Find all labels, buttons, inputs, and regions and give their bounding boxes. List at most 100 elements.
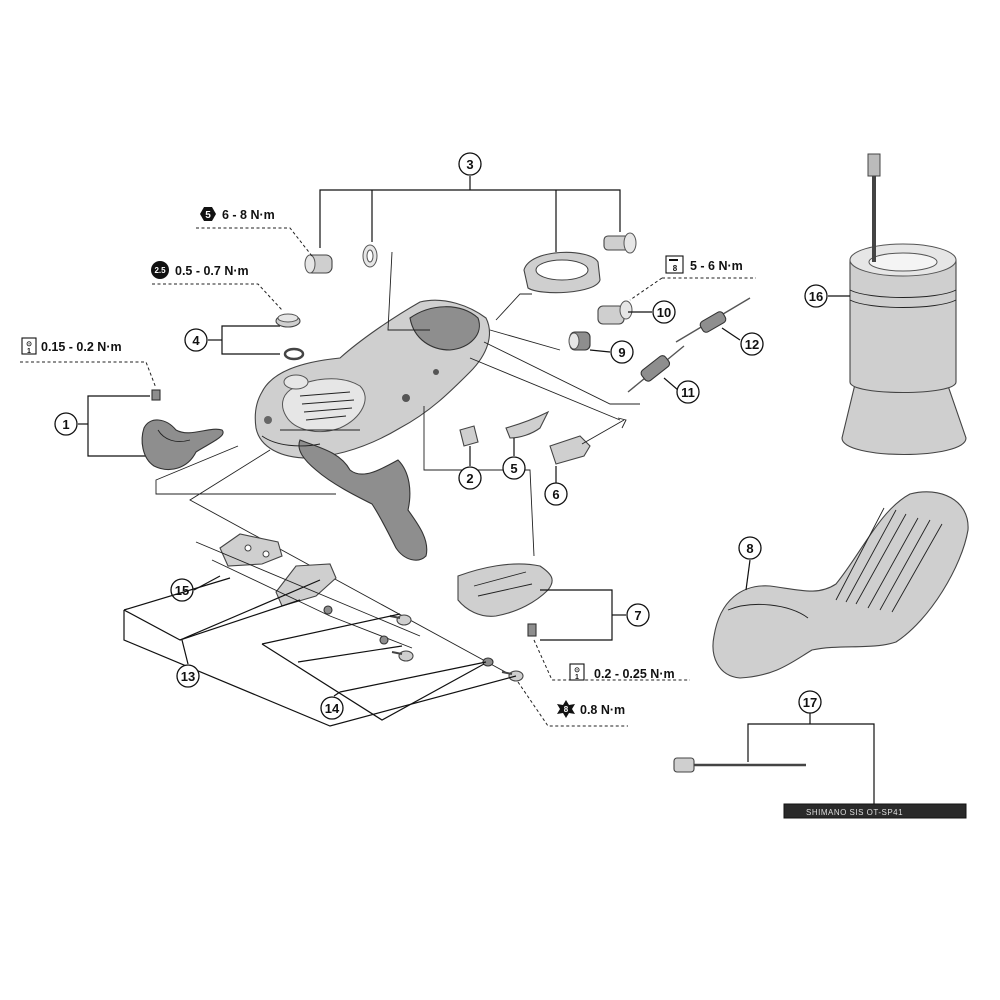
callout-8-label: 8 <box>746 541 753 556</box>
torque-spec-torx1-top: ⊙ 1 0.15 - 0.2 N·m <box>20 337 157 389</box>
small-block-part <box>459 425 479 447</box>
part-group-2 <box>459 425 479 466</box>
torque-value-torx1-top: 0.15 - 0.2 N·m <box>41 340 122 354</box>
part-group-16 <box>828 153 967 455</box>
torque-value-hex5: 6 - 8 N·m <box>222 208 275 222</box>
svg-text:⊙: ⊙ <box>574 667 580 674</box>
small-screw-part <box>151 389 161 401</box>
part-group-17: SHIMANO SIS OT-SP41 <box>673 712 967 819</box>
torque-value-star8: 0.8 N·m <box>580 703 625 717</box>
main-lever-body-part <box>254 299 490 561</box>
screw-set-part <box>323 605 524 682</box>
svg-text:8: 8 <box>564 705 569 714</box>
hood-cover-part <box>712 491 969 679</box>
callout-10 <box>652 300 676 324</box>
callout-13-label: 13 <box>181 669 195 684</box>
spring-plate-part <box>505 410 550 439</box>
part-group-13-14 <box>123 577 517 727</box>
callout-2 <box>458 466 482 490</box>
svg-text:1: 1 <box>27 348 31 355</box>
o-ring-part <box>283 347 305 361</box>
part-group-8 <box>712 491 969 679</box>
cable-end-part <box>673 757 695 773</box>
callout-4 <box>184 328 208 352</box>
callout-14 <box>320 696 344 720</box>
torx-key-icon <box>21 337 37 355</box>
callout-4-label: 4 <box>192 333 200 348</box>
part-group-15 <box>193 533 421 649</box>
cable-cap-part <box>699 311 727 333</box>
callout-5-label: 5 <box>510 461 517 476</box>
grease-tube-body-part <box>849 259 957 394</box>
part-group-10 <box>597 300 652 325</box>
callout-9 <box>610 340 634 364</box>
hex-key-icon <box>151 261 169 279</box>
callout-6 <box>544 482 568 506</box>
callout-14-label: 14 <box>325 701 340 716</box>
callout-5 <box>502 456 526 480</box>
svg-text:8: 8 <box>673 264 678 273</box>
svg-text:⊙: ⊙ <box>26 341 32 348</box>
callout-7-label: 7 <box>634 608 641 623</box>
bracket-plate-part <box>219 533 283 567</box>
part-group-11 <box>627 345 685 393</box>
torque-spec-hex5: 5 6 - 8 N·m <box>196 207 313 257</box>
callout-12 <box>740 332 764 356</box>
svg-text:1: 1 <box>575 674 579 681</box>
torque-value-torx1-bottom: 0.2 - 0.25 N·m <box>594 667 675 681</box>
callout-12-label: 12 <box>745 337 759 352</box>
callout-8 <box>738 536 762 560</box>
band-clamp-part <box>523 251 601 294</box>
torque-spec-wrench8: 8 5 - 6 N·m <box>629 255 756 301</box>
callout-15 <box>170 578 194 602</box>
part-group-9 <box>568 331 611 353</box>
torque-spec-torx1-bottom: ⊙ 1 0.2 - 0.25 N·m <box>533 639 690 681</box>
callout-13 <box>176 664 200 688</box>
callout-11 <box>676 380 700 404</box>
cable-housing-part <box>783 803 967 819</box>
part-group-3 <box>304 176 637 294</box>
grease-tube-base-part <box>841 379 967 455</box>
callout-17 <box>798 690 822 714</box>
callout-10-label: 10 <box>657 305 671 320</box>
callout-1-label: 1 <box>62 417 69 432</box>
callout-9-label: 9 <box>618 345 625 360</box>
torque-spec-star8: 8 0.8 N·m <box>517 681 628 727</box>
part-group-12 <box>675 297 751 343</box>
callout-1 <box>54 412 78 436</box>
callout-3-label: 3 <box>466 157 473 172</box>
hex-key-icon <box>200 207 216 221</box>
bracket-block-part <box>275 563 337 607</box>
cable-cap-part <box>640 355 671 382</box>
callout-3 <box>458 152 482 176</box>
part-group-4 <box>208 313 305 361</box>
lever-cover-part <box>141 419 224 470</box>
part-group-7 <box>457 563 626 641</box>
torx-star-icon <box>557 700 575 718</box>
callout-2-label: 2 <box>466 471 473 486</box>
cable-housing-label: SHIMANO SIS OT-SP41 <box>806 808 903 817</box>
callout-11-label: 11 <box>681 385 695 400</box>
brake-lever-blade-part <box>298 439 428 561</box>
callout-16-label: 16 <box>809 289 823 304</box>
release-lever-part <box>549 435 591 465</box>
part-group-5 <box>505 410 550 456</box>
callout-7 <box>626 603 650 627</box>
part-group-1 <box>78 389 224 470</box>
callout-17-label: 17 <box>803 695 817 710</box>
torx-key-icon <box>569 663 585 681</box>
callout-16 <box>804 284 828 308</box>
bolt-part <box>603 232 637 254</box>
callout-15-label: 15 <box>175 583 189 598</box>
callout-6-label: 6 <box>552 487 559 502</box>
part-group-6 <box>549 417 627 484</box>
bolt-part <box>304 254 333 274</box>
torque-value-wrench8: 5 - 6 N·m <box>690 259 743 273</box>
svg-text:5: 5 <box>205 210 211 221</box>
torque-spec-hex25: 2.5 0.5 - 0.7 N·m <box>151 261 283 311</box>
torque-value-hex25: 0.5 - 0.7 N·m <box>175 264 249 278</box>
svg-text:2.5: 2.5 <box>154 266 166 275</box>
small-screw-part <box>527 623 537 637</box>
